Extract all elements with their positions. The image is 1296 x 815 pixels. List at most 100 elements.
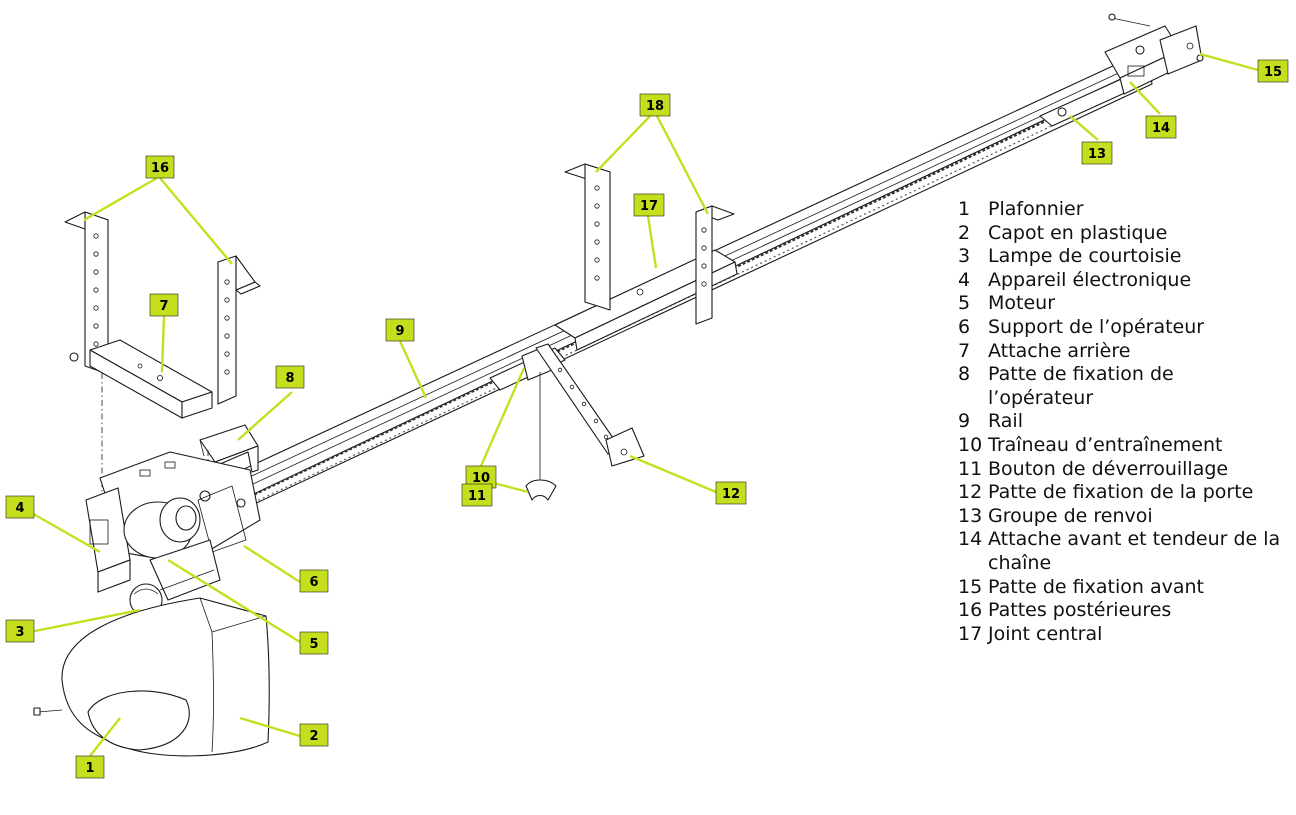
callout-9: 9: [385, 318, 415, 342]
callout-17: 17: [633, 193, 665, 217]
legend-item: 2 Capot en plastique: [958, 222, 1296, 246]
callout-3: 3: [5, 619, 35, 643]
legend-number: 1: [958, 198, 971, 220]
operator-head: [85, 451, 261, 617]
legend-number: 16: [958, 599, 983, 622]
legend-number: 9: [958, 410, 971, 433]
legend-number: 12: [958, 481, 983, 504]
parts-legend: 1 Plafonnier 2 Capot en plastique 3 Lampe de …: [958, 198, 1296, 646]
legend-label: Patte de fixation de: [988, 363, 1174, 386]
legend-label: Lampe de courtoisie: [988, 245, 1182, 268]
legend-item-continuation: chaîne: [958, 552, 1296, 576]
callout-10: 10: [465, 465, 497, 489]
leader-lines: [29, 52, 1259, 757]
callout-13: 13: [1081, 141, 1113, 165]
svg-text:11: 11: [468, 489, 486, 504]
svg-text:18: 18: [646, 99, 664, 114]
legend-label: l’opérateur: [988, 386, 1094, 409]
legend-number: 7: [958, 339, 971, 362]
callout-14: 14: [1145, 115, 1177, 139]
legend-number: 6: [958, 315, 971, 338]
svg-text:17: 17: [640, 199, 658, 214]
legend-label: Plafonnier: [988, 198, 1084, 220]
legend-item: 3 Lampe de courtoisie: [958, 245, 1296, 269]
svg-text:9: 9: [395, 324, 404, 339]
legend-item: 7 Attache arrière: [958, 340, 1296, 364]
svg-text:7: 7: [159, 299, 168, 314]
legend-label: Attache arrière: [988, 339, 1131, 362]
svg-text:8: 8: [285, 371, 294, 386]
rear-hanger-right: [217, 255, 261, 405]
legend-label: Traîneau d’entraînement: [988, 433, 1223, 456]
legend-number: 3: [958, 245, 971, 268]
svg-text:13: 13: [1088, 147, 1106, 162]
legend-label: chaîne: [988, 551, 1052, 574]
callout-7: 7: [149, 293, 179, 317]
legend-number: 5: [958, 292, 971, 315]
callout-5: 5: [299, 631, 329, 655]
release-handle: [525, 372, 557, 501]
svg-text:6: 6: [309, 575, 318, 590]
callout-6: 6: [299, 569, 329, 593]
legend-number: 8: [958, 363, 971, 386]
header-bracket: [1108, 13, 1204, 75]
legend-item: 8 Patte de fixation de: [958, 363, 1296, 387]
svg-text:15: 15: [1264, 65, 1282, 80]
callout-16: 16: [145, 155, 175, 179]
callout-12: 12: [715, 481, 747, 505]
legend-number: 2: [958, 221, 971, 244]
legend-label: Attache avant et tendeur de la: [988, 528, 1281, 551]
legend-label: Capot en plastique: [988, 221, 1168, 244]
legend-label: Support de l’opérateur: [988, 315, 1205, 338]
legend-number: 17: [958, 622, 983, 645]
svg-text:2: 2: [309, 729, 318, 744]
callout-11: 11: [461, 483, 493, 507]
legend-label: Appareil électronique: [988, 268, 1192, 291]
callout-2: 2: [299, 723, 329, 747]
legend-label: Groupe de renvoi: [988, 504, 1153, 527]
legend-item: 5 Moteur: [958, 292, 1296, 316]
callout-8: 8: [275, 365, 305, 389]
svg-text:12: 12: [722, 487, 740, 502]
legend-label: Patte de fixation de la porte: [988, 481, 1254, 504]
legend-item: 1 Plafonnier: [958, 198, 1296, 222]
legend-label: Patte de fixation avant: [988, 575, 1204, 598]
plastic-cover: [33, 597, 270, 757]
legend-item-continuation: l’opérateur: [958, 387, 1296, 411]
legend-label: Joint central: [988, 622, 1103, 645]
legend-item: 9 Rail: [958, 410, 1296, 434]
legend-number: 13: [958, 504, 983, 527]
svg-text:10: 10: [472, 471, 490, 486]
legend-number: 11: [958, 457, 983, 480]
legend-number: 15: [958, 575, 983, 598]
svg-text:14: 14: [1152, 121, 1170, 136]
rear-bracket: [69, 339, 213, 419]
legend-number: 14: [958, 528, 983, 551]
legend-item: 4 Appareil électronique: [958, 269, 1296, 293]
svg-text:16: 16: [151, 161, 169, 176]
svg-text:1: 1: [85, 761, 94, 776]
svg-text:3: 3: [15, 625, 24, 640]
legend-label: Pattes postérieures: [988, 599, 1172, 622]
door-arm: [535, 343, 645, 467]
front-hanger-left: [564, 163, 611, 311]
legend-number: 4: [958, 268, 971, 291]
legend-label: Moteur: [988, 292, 1056, 315]
callout-4: 4: [5, 495, 35, 519]
callout-18: 18: [639, 93, 671, 117]
legend-label: Rail: [988, 410, 1023, 433]
svg-text:4: 4: [15, 501, 24, 516]
legend-label: Bouton de déverrouillage: [988, 457, 1229, 480]
legend-item: 6 Support de l’opérateur: [958, 316, 1296, 340]
legend-number: 10: [958, 433, 983, 456]
callout-1: 1: [75, 755, 105, 779]
